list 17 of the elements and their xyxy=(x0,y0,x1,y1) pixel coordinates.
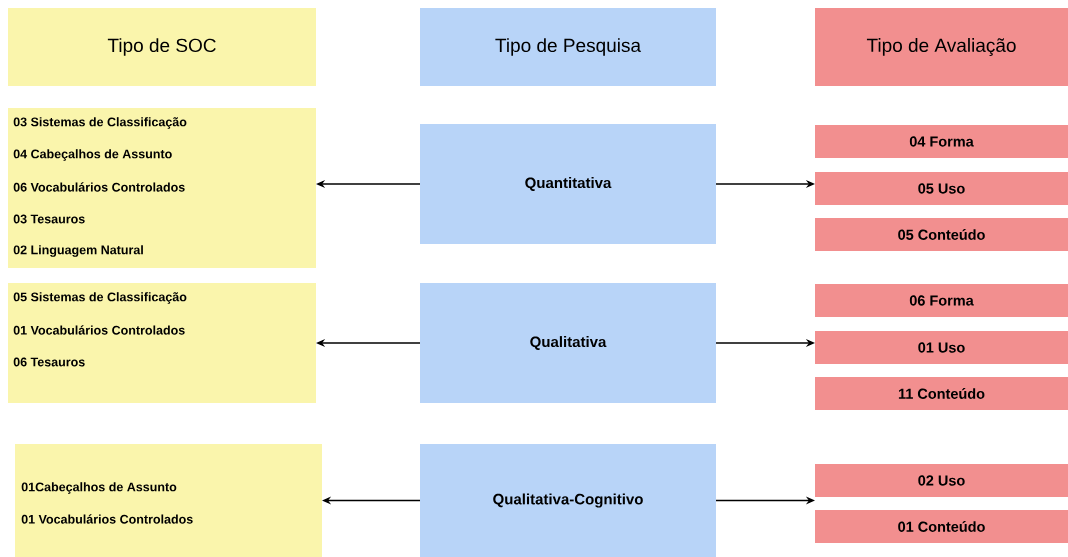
count-box: 01 Uso xyxy=(815,331,1068,364)
header-box: Tipo de SOC xyxy=(8,8,316,86)
list-box: 03 Sistemas de Classificação 04 Cabeçalhos de Assunto 06 Vocabulários Controlados 03 Tesauros 02 Linguagem Natural xyxy=(8,108,316,268)
count-box: 04 Forma xyxy=(815,125,1068,158)
count-box: 05 Conteúdo xyxy=(815,218,1068,251)
count-box: 01 Conteúdo xyxy=(815,510,1068,543)
count-box: 02 Uso xyxy=(815,464,1068,497)
category-box: Qualitativa xyxy=(420,283,716,403)
count-box: 11 Conteúdo xyxy=(815,377,1068,410)
header-box: Tipo de Avaliação xyxy=(815,8,1068,86)
list-box: 01Cabeçalhos de Assunto 01 Vocabulários Controlados xyxy=(15,444,322,557)
category-box: Qualitativa-Cognitivo xyxy=(420,444,716,557)
count-box: 05 Uso xyxy=(815,172,1068,205)
count-box: 06 Forma xyxy=(815,284,1068,317)
category-box: Quantitativa xyxy=(420,124,716,244)
header-box: Tipo de Pesquisa xyxy=(420,8,716,86)
list-box: 05 Sistemas de Classificação 01 Vocabulários Controlados 06 Tesauros xyxy=(8,283,316,403)
